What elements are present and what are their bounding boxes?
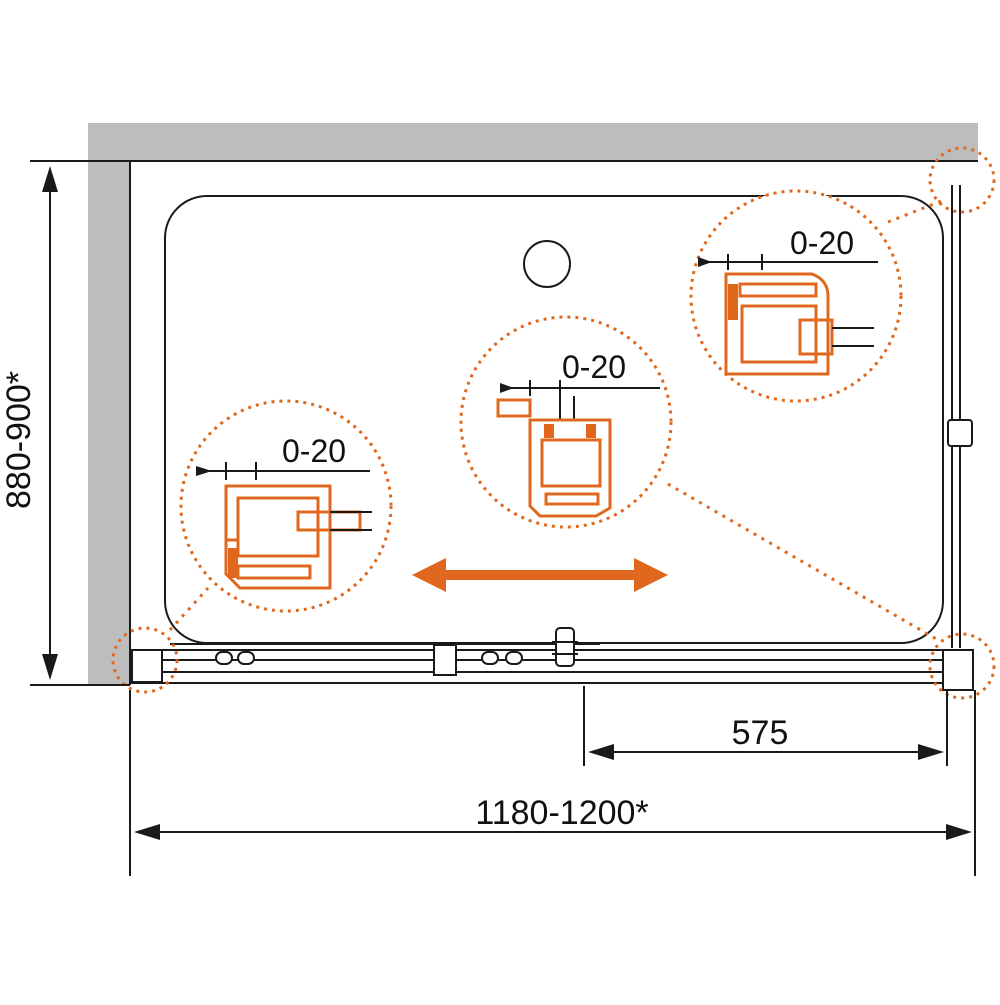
dimension-door-label: 575 — [732, 714, 789, 752]
dimension-depth — [30, 160, 130, 686]
detail-circle-center — [459, 315, 673, 529]
rollers — [215, 627, 578, 667]
detail-center-label: 0-20 — [562, 349, 626, 385]
front-rail — [130, 643, 974, 691]
detail-right: 0-20 — [698, 225, 878, 376]
corner-circle-bottom-left — [111, 626, 179, 694]
door-handle — [433, 644, 457, 676]
corner-circle-top-right — [928, 146, 996, 214]
left-wall — [88, 123, 130, 685]
corner-circle-bottom-right — [928, 632, 996, 700]
roller-icon — [505, 651, 523, 665]
right-handle — [947, 419, 973, 447]
right-side-profile — [947, 185, 973, 648]
leader-lines — [168, 198, 945, 642]
walls — [88, 123, 978, 685]
roller-icon — [481, 651, 499, 665]
dimension-door — [583, 686, 948, 766]
drain-icon — [523, 240, 571, 288]
dimension-width-label: 1180-1200* — [475, 794, 648, 832]
dimension-width — [129, 690, 976, 876]
detail-right-label: 0-20 — [790, 225, 854, 261]
stopper-icon — [555, 627, 575, 667]
dimension-depth-label: 880-900* — [0, 371, 38, 509]
corner-markers — [111, 146, 996, 700]
detail-left-label: 0-20 — [282, 433, 346, 469]
left-wall-bracket — [131, 649, 163, 683]
double-arrow-icon — [412, 558, 668, 592]
detail-center: 0-20 — [496, 349, 660, 518]
roller-icon — [215, 651, 233, 665]
roller-icon — [237, 651, 255, 665]
detail-left: 0-20 — [196, 433, 372, 590]
right-corner-bracket — [942, 649, 974, 691]
back-wall — [88, 123, 978, 161]
